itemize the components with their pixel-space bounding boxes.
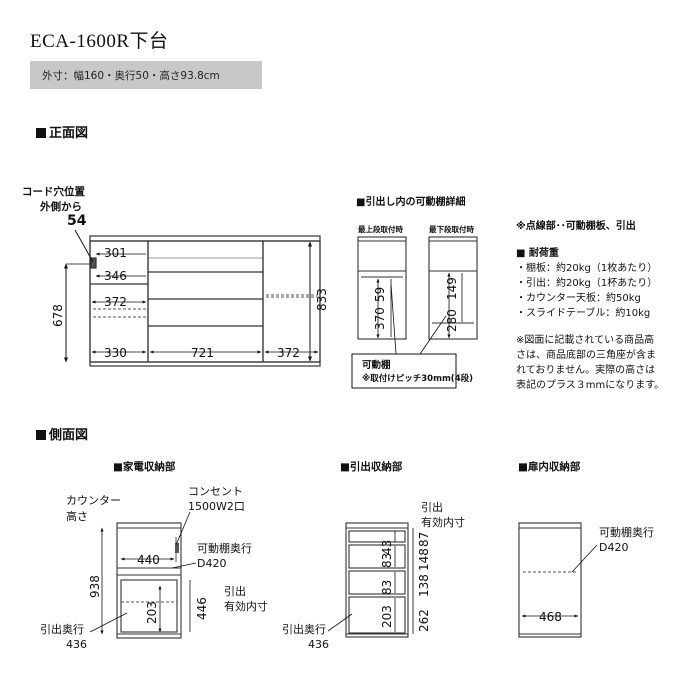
- appliance-eff-label-2: 有効内寸: [224, 600, 268, 613]
- front-dotted: [93, 294, 318, 318]
- door-shelf-label-1: 可動棚奥行: [599, 526, 654, 539]
- dim-678: 678: [51, 304, 65, 327]
- dim-346: 346: [104, 269, 127, 283]
- detail-bottom-caption: 最下段取付時: [429, 225, 474, 234]
- page-title: ECA-1600R下台: [30, 31, 169, 52]
- drawer-eff-label-2: 有効内寸: [421, 516, 465, 529]
- dim-330: 330: [104, 346, 127, 360]
- door-side: [518, 522, 582, 638]
- drawer-inner-0: 43: [380, 540, 394, 555]
- door-shelf-label-2: D420: [599, 541, 629, 554]
- dim-372a: 372: [104, 295, 127, 309]
- front-view-heading: 正面図: [36, 122, 88, 141]
- detail-box-line2: ※取付けピッチ30mm(4段): [362, 374, 473, 384]
- drawer-inner-1: 83: [380, 553, 394, 568]
- dim-721: 721: [191, 346, 214, 360]
- dim-446: 446: [195, 597, 209, 620]
- appliance-depth-label-2: 436: [66, 638, 87, 651]
- dim-301: 301: [104, 246, 127, 260]
- appliance-depth-label-1: 引出奥行: [40, 623, 84, 636]
- spec-bar: 外寸：幅160・奥行50・高さ93.8cm: [30, 61, 262, 89]
- detail-370: 370: [373, 307, 387, 330]
- counter-label-1: カウンター: [66, 494, 121, 507]
- load-heading: ■ 耐荷重: [516, 248, 559, 259]
- drawer-depth-label-2: 436: [308, 638, 329, 651]
- dim-203-appliance: 203: [145, 601, 159, 624]
- detail-59: 59: [373, 287, 387, 302]
- drawer-inner-3: 203: [380, 605, 394, 628]
- front-cabinet: [89, 235, 321, 367]
- detail-callout-box: [351, 353, 457, 389]
- load-0: ・棚板：約20kg（1枚あたり）: [516, 263, 658, 274]
- outlet-label-1: コンセント: [188, 485, 243, 498]
- drawer-outer-1: 148: [417, 548, 431, 571]
- dim-833: 833: [315, 288, 329, 311]
- drawer-outer-2: 138: [417, 574, 431, 597]
- drawer-outer-0: 87: [417, 532, 431, 547]
- load-1: ・引出：約20kg（1杯あたり）: [516, 278, 658, 289]
- appliance-shelf-label-2: D420: [197, 557, 227, 570]
- detail-top-caption: 最上段取付時: [358, 225, 403, 234]
- detail-149: 149: [445, 277, 459, 300]
- dim-372b: 372: [277, 346, 300, 360]
- outlet-label-2: 1500W2口: [188, 500, 245, 513]
- dim-440: 440: [137, 553, 160, 567]
- door-heading: ■扉内収納部: [518, 461, 581, 473]
- caution-2: れておりません。実際の高さは: [516, 365, 656, 376]
- detail-box-line1: 可動棚: [362, 360, 391, 371]
- cord-label-1: コード穴位置: [22, 186, 85, 198]
- detail-cabinet-top: [357, 236, 407, 340]
- side-view-heading: 側面図: [36, 424, 88, 443]
- dim-468: 468: [539, 610, 562, 624]
- appliance-eff-label-1: 引出: [224, 585, 246, 598]
- drawer-depth-label-1: 引出奥行: [282, 623, 326, 636]
- detail-280: 280: [445, 309, 459, 332]
- drawer-eff-label-1: 引出: [421, 501, 443, 514]
- appliance-heading: ■家電収納部: [113, 461, 176, 473]
- drawer-inner-2: 83: [380, 580, 394, 595]
- caution-3: 表記のプラス３mmになります。: [516, 380, 665, 391]
- caution-0: ※図面に記載されている商品高: [516, 335, 655, 346]
- note-dotted: ※点線部･･可動棚板、引出: [516, 221, 636, 232]
- load-2: ・カウンター天板：約50kg: [516, 293, 641, 304]
- spec-text: 外寸：幅160・奥行50・高さ93.8cm: [42, 70, 220, 82]
- cord-value: 54: [67, 213, 87, 229]
- dim-938: 938: [88, 575, 102, 598]
- detail-cabinet-bottom: [428, 236, 478, 340]
- appliance-side: [116, 522, 182, 639]
- detail-heading: ■引出し内の可動棚詳細: [356, 197, 466, 208]
- appliance-shelf-label-1: 可動棚奥行: [197, 542, 252, 555]
- drawer-heading: ■引出収納部: [340, 461, 403, 473]
- drawer-outer-3: 262: [417, 609, 431, 632]
- load-3: ・スライドテーブル：約10kg: [516, 308, 651, 319]
- counter-label-2: 高さ: [66, 510, 88, 523]
- cord-label-2: 外側から: [40, 201, 82, 213]
- caution-1: さは、商品底部の三角座が含ま: [516, 350, 656, 361]
- drawer-side: [345, 522, 409, 638]
